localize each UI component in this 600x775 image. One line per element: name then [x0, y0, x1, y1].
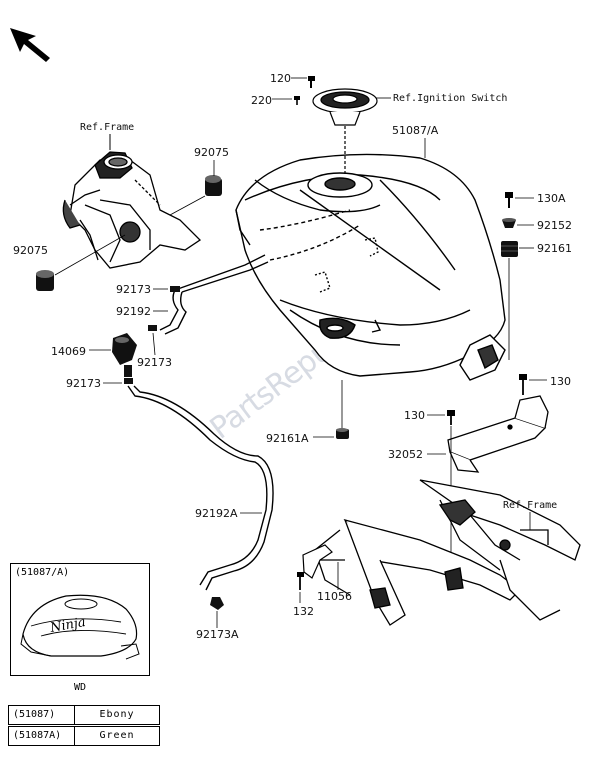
- part-92152: 92152: [537, 219, 572, 232]
- bolt-132: [297, 572, 304, 590]
- legend-row-51087a: (51087A) Green: [8, 726, 160, 746]
- part-92075-left: 92075: [13, 244, 48, 257]
- ref-frame-right: Ref.Frame: [503, 500, 557, 511]
- fuel-filler-cap: [312, 88, 378, 175]
- part-92173-c: 92173: [66, 377, 101, 390]
- part-130-right: 130: [550, 375, 571, 388]
- part-132: 132: [293, 605, 314, 618]
- part-92173a: 92173A: [196, 628, 239, 641]
- ninja-logo: Ninja: [48, 615, 87, 636]
- legend-row-51087: (51087) Ebony: [8, 705, 160, 725]
- ref-ignition-switch: Ref.Ignition Switch: [393, 93, 507, 104]
- grommet-92075-lower: [36, 270, 54, 291]
- hose-92192a: [127, 385, 274, 591]
- bolt-130-right: [519, 374, 527, 395]
- part-92192: 92192: [116, 305, 151, 318]
- inset-panel-tank-variant: (51087/A) Ninja: [10, 563, 150, 676]
- damper-92161a: [336, 428, 349, 439]
- part-11056: 11056: [317, 590, 352, 603]
- fuel-tank: [235, 153, 506, 381]
- clamp-92173-upper: [170, 286, 180, 292]
- inset-code: (51087/A): [15, 567, 70, 578]
- part-92192a: 92192A: [195, 507, 238, 520]
- part-130-mid: 130: [404, 409, 425, 422]
- part-220: 220: [251, 94, 272, 107]
- part-92075-top: 92075: [194, 146, 229, 159]
- part-130a: 130A: [537, 192, 566, 205]
- legend-color: Ebony: [99, 709, 135, 720]
- part-92161: 92161: [537, 242, 572, 255]
- part-32052: 32052: [388, 448, 423, 461]
- part-51087a: 51087/A: [392, 124, 439, 137]
- part-120: 120: [270, 72, 291, 85]
- tank-variant-illustration: Ninja: [20, 594, 140, 660]
- grommet-92075-upper: [205, 175, 222, 196]
- clamp-92173a: [210, 597, 224, 610]
- ref-frame-top: Ref.Frame: [80, 122, 134, 133]
- front-direction-arrow-icon: [10, 28, 50, 62]
- damper-92161: [501, 241, 518, 257]
- bracket-32052: [447, 395, 549, 473]
- frame-bracket-left: [62, 151, 202, 269]
- clamp-92173-mid: [148, 325, 157, 331]
- hose-92192: [159, 254, 269, 335]
- bolt-130a: [505, 192, 513, 208]
- legend-code: (51087): [9, 706, 75, 724]
- inset-caption: WD: [73, 682, 87, 693]
- valve-14069: [112, 333, 137, 377]
- legend-color: Green: [99, 730, 135, 741]
- legend-code: (51087A): [9, 727, 75, 745]
- bolt-120: [308, 76, 315, 88]
- clamp-92173-lower: [124, 378, 133, 384]
- bolt-220: [294, 96, 300, 105]
- part-14069: 14069: [51, 345, 86, 358]
- part-92173-b: 92173: [137, 356, 172, 369]
- part-92173-a: 92173: [116, 283, 151, 296]
- part-92161a: 92161A: [266, 432, 309, 445]
- collar-92152: [502, 218, 516, 228]
- bolt-130-mid: [447, 410, 455, 425]
